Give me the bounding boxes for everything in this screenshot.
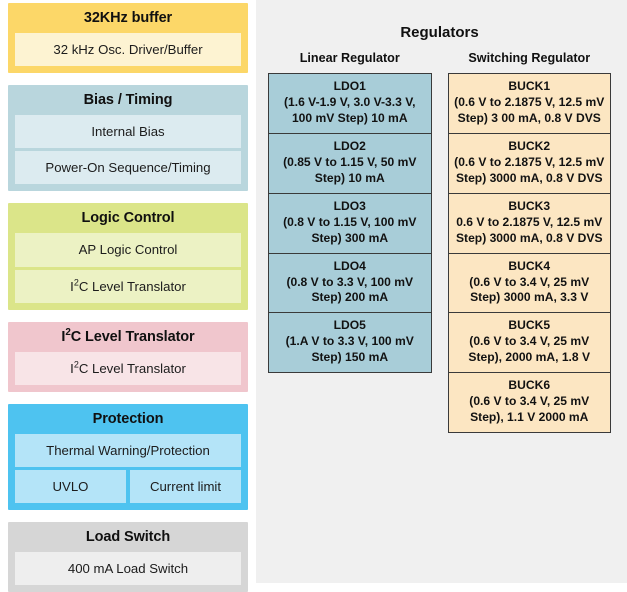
regulator-spec: (1.6 V-1.9 V, 3.0 V-3.3 V, 100 mV Step) … [283, 94, 416, 125]
function-blocks-column: 32KHz buffer 32 kHz Osc. Driver/Buffer B… [0, 0, 256, 592]
regulator-name: BUCK4 [508, 258, 551, 273]
block-32khz-buffer: 32KHz buffer 32 kHz Osc. Driver/Buffer [8, 3, 248, 74]
block-title: 32KHz buffer [83, 10, 173, 26]
regulator-spec: (0.6 V to 3.4 V, 25 mV Step), 2000 mA, 1… [468, 334, 591, 365]
block-item: 32 kHz Osc. Driver/Buffer [15, 32, 241, 67]
regulator-name: BUCK3 [508, 198, 551, 213]
regulator-name: LDO2 [333, 138, 366, 153]
block-title: I2C Level Translator [61, 326, 195, 345]
regulator-spec: (0.6 V to 2.1875 V, 12.5 mV Step) 3 00 m… [454, 94, 605, 125]
block-item: I2C Level Translator [15, 351, 241, 385]
column-header: Switching Regulator [468, 51, 591, 65]
block-title: Protection [92, 410, 164, 427]
regulator-spec: (0.6 V to 3.4 V, 25 mV Step) 3000 mA, 3.… [469, 274, 590, 305]
regulator-columns: Linear Regulator LDO1 (1.6 V-1.9 V, 3.0 … [266, 51, 613, 434]
regulator-name: LDO1 [333, 79, 366, 93]
regulator-name: LDO5 [333, 318, 366, 333]
regulator-spec: (0.6 V to 2.1875 V, 12.5 mV Step) 3000 m… [454, 154, 605, 185]
block-title: Bias / Timing [83, 92, 173, 109]
block-item-row: UVLO Current limit [15, 469, 241, 504]
regulator-spec: 0.6 V to 2.1875 V, 12.5 mV Step) 3000 mA… [455, 214, 603, 245]
regulator-name: LDO4 [333, 258, 366, 273]
regulator-cell-buck2: BUCK2 (0.6 V to 2.1875 V, 12.5 mV Step) … [447, 132, 611, 193]
column-header: Linear Regulator [299, 51, 400, 65]
regulator-spec: (0.8 V to 3.3 V, 100 mV Step) 200 mA [286, 274, 414, 305]
regulator-name: BUCK1 [508, 79, 551, 93]
block-protection: Protection Thermal Warning/Protection UV… [8, 403, 248, 511]
block-title: Logic Control [81, 210, 175, 227]
regulator-name: BUCK2 [508, 138, 551, 153]
regulator-name: LDO3 [333, 198, 366, 213]
regulator-name: BUCK5 [508, 318, 551, 333]
regulator-cell-buck3: BUCK3 0.6 V to 2.1875 V, 12.5 mV Step) 3… [447, 192, 611, 253]
block-item: Thermal Warning/Protection [15, 433, 241, 467]
regulator-cell-ldo4: LDO4 (0.8 V to 3.3 V, 100 mV Step) 200 m… [268, 252, 432, 313]
regulator-cell-ldo2: LDO2 (0.85 V to 1.15 V, 50 mV Step) 10 m… [268, 132, 432, 193]
block-item: I2C Level Translator [15, 269, 241, 303]
block-load-switch: Load Switch 400 mA Load Switch [8, 522, 248, 592]
regulator-cell-ldo5: LDO5 (1.A V to 3.3 V, 100 mV Step) 150 m… [268, 312, 432, 374]
regulator-spec: (0.85 V to 1.15 V, 50 mV Step) 10 mA [283, 154, 417, 185]
block-logic-control: Logic Control AP Logic Control I2C Level… [8, 203, 248, 310]
regulator-spec: (1.A V to 3.3 V, 100 mV Step) 150 mA [285, 334, 414, 365]
block-item: Power-On Sequence/Timing [15, 151, 241, 185]
regulator-cell-ldo1: LDO1 (1.6 V-1.9 V, 3.0 V-3.3 V, 100 mV S… [268, 73, 432, 133]
regulator-cell-ldo3: LDO3 (0.8 V to 1.15 V, 100 mV Step) 300 … [268, 192, 432, 253]
block-item: UVLO [15, 469, 126, 504]
block-title: Load Switch [85, 529, 171, 546]
regulator-spec: (0.6 V to 3.4 V, 25 mV Step), 1.1 V 2000… [469, 394, 590, 425]
block-i2c-level-translator: I2C Level Translator I2C Level Translato… [8, 321, 248, 392]
regulator-cell-buck5: BUCK5 (0.6 V to 3.4 V, 25 mV Step), 2000… [447, 312, 611, 373]
block-item: 400 mA Load Switch [15, 552, 241, 586]
regulator-name: BUCK6 [508, 378, 551, 393]
column-switching-regulator: Switching Regulator BUCK1 (0.6 V to 2.18… [447, 51, 611, 434]
block-bias-timing: Bias / Timing Internal Bias Power-On Seq… [8, 85, 248, 192]
column-linear-regulator: Linear Regulator LDO1 (1.6 V-1.9 V, 3.0 … [268, 51, 432, 433]
regulators-panel: Regulators Linear Regulator LDO1 (1.6 V-… [256, 0, 627, 583]
regulator-cell-buck6: BUCK6 (0.6 V to 3.4 V, 25 mV Step), 1.1 … [447, 372, 611, 434]
panel-title: Regulators [400, 24, 479, 41]
regulator-cell-buck1: BUCK1 (0.6 V to 2.1875 V, 12.5 mV Step) … [447, 73, 611, 133]
regulator-cell-buck4: BUCK4 (0.6 V to 3.4 V, 25 mV Step) 3000 … [447, 252, 611, 313]
block-item: AP Logic Control [15, 233, 241, 267]
block-item: Current limit [130, 469, 241, 504]
regulator-spec: (0.8 V to 1.15 V, 100 mV Step) 300 mA [283, 214, 417, 245]
block-item: Internal Bias [15, 115, 241, 149]
